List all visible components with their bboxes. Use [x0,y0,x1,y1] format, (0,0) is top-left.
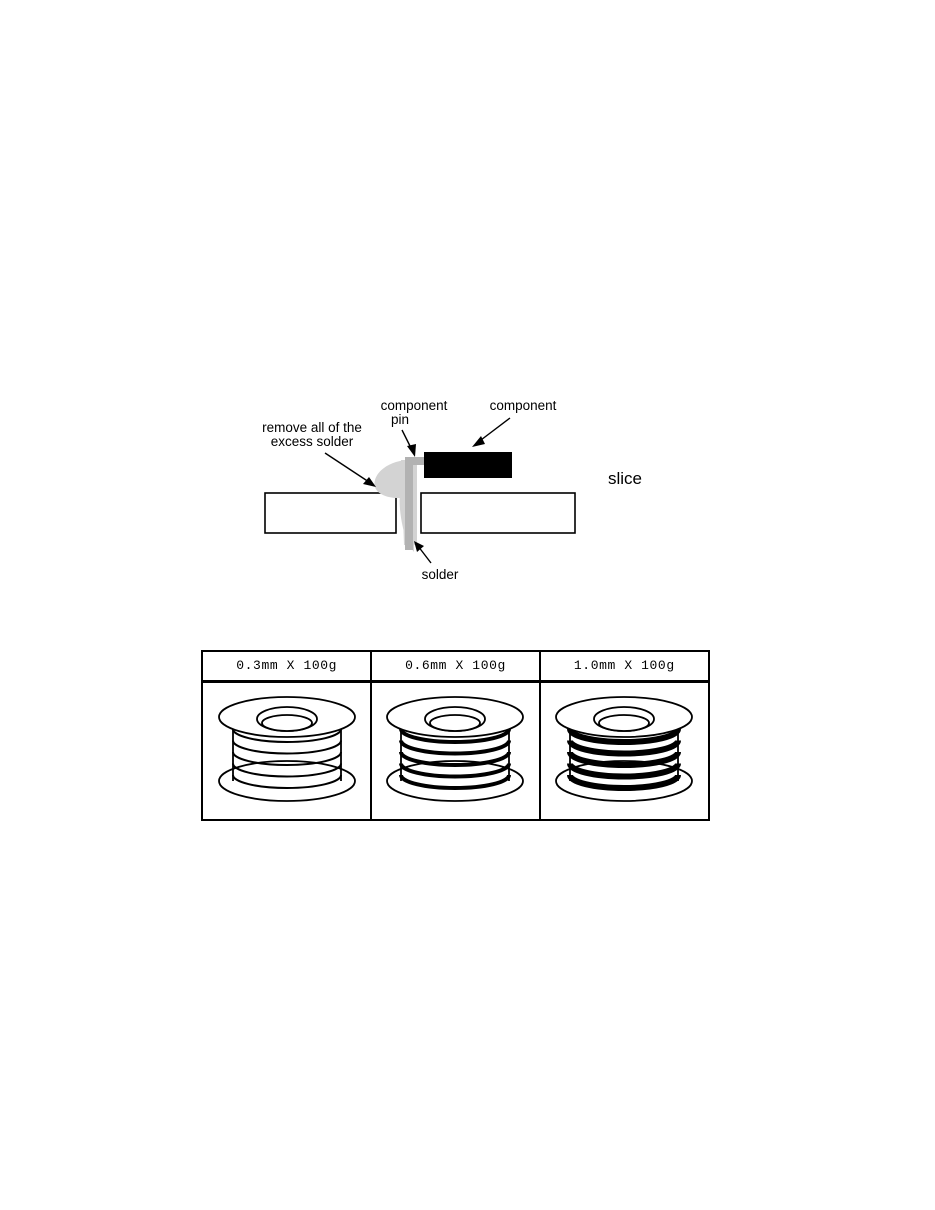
component-body [424,452,512,478]
spool-hub-hole-inner [260,714,313,732]
spool-winding [567,739,682,757]
column-header-0: 0.3mm X 100g [203,652,373,683]
spool-drawing [555,696,694,802]
spool-winding [399,774,512,790]
leader-line-component [476,417,511,444]
arrowhead-component-pin [407,444,416,457]
spool-winding [399,728,512,744]
label-remove-excess-solder-line1: remove all of the [262,420,362,435]
arrowhead-component [472,436,485,447]
spool-winding [567,762,682,780]
spool-drawing [217,696,356,802]
spool-winding [231,740,342,755]
arrowhead-remove-excess-solder [363,477,376,487]
solder-joint-figure: remove all of the excess solder componen… [262,398,642,582]
pcb-board-left [264,492,397,534]
label-component-pin-line1: component [381,398,448,413]
spool-winding [231,774,342,789]
arrowhead-solder [414,541,424,552]
spool-table-grid: 0.3mm X 100g 0.6mm X 100g 1.0mm X 100g [203,652,708,819]
label-component-pin-line2: pin [391,412,409,427]
spool-winding [399,740,512,756]
spool-hub-hole-inner [429,714,482,732]
spool-winding [567,751,682,768]
spool-winding [399,751,512,767]
spool-flange-bottom [386,760,525,802]
leader-line-remove-excess-solder [324,452,373,485]
spool-winding [399,763,512,779]
component-pin [405,457,428,550]
spool-drawing [386,696,525,802]
spool-winding [231,763,342,778]
spool-illustration-1 [372,683,538,819]
spool-illustration-0 [203,683,370,819]
spool-illustration-2 [541,683,708,819]
spool-hub-hole-inner [598,714,651,732]
label-component: component [490,398,557,413]
spool-cell-2 [540,682,708,820]
solder-spool-table: 0.3mm X 100g 0.6mm X 100g 1.0mm X 100g [201,650,710,821]
spool-winding [231,728,342,743]
spool-cell-1 [371,681,541,819]
table-row [203,681,708,820]
spool-winding [567,728,682,745]
label-remove-excess-solder-line2: excess solder [271,434,354,449]
pcb-board-right [420,492,576,534]
spool-winding [231,751,342,766]
spool-cell-0 [203,681,373,819]
label-solder: solder [422,567,459,582]
column-header-2: 1.0mm X 100g [539,652,708,683]
spool-winding [567,774,682,791]
label-slice: slice [608,469,642,488]
column-header-1: 0.6mm X 100g [371,652,541,683]
table-header-row: 0.3mm X 100g 0.6mm X 100g 1.0mm X 100g [203,652,708,683]
spool-flange-bottom [217,760,356,802]
